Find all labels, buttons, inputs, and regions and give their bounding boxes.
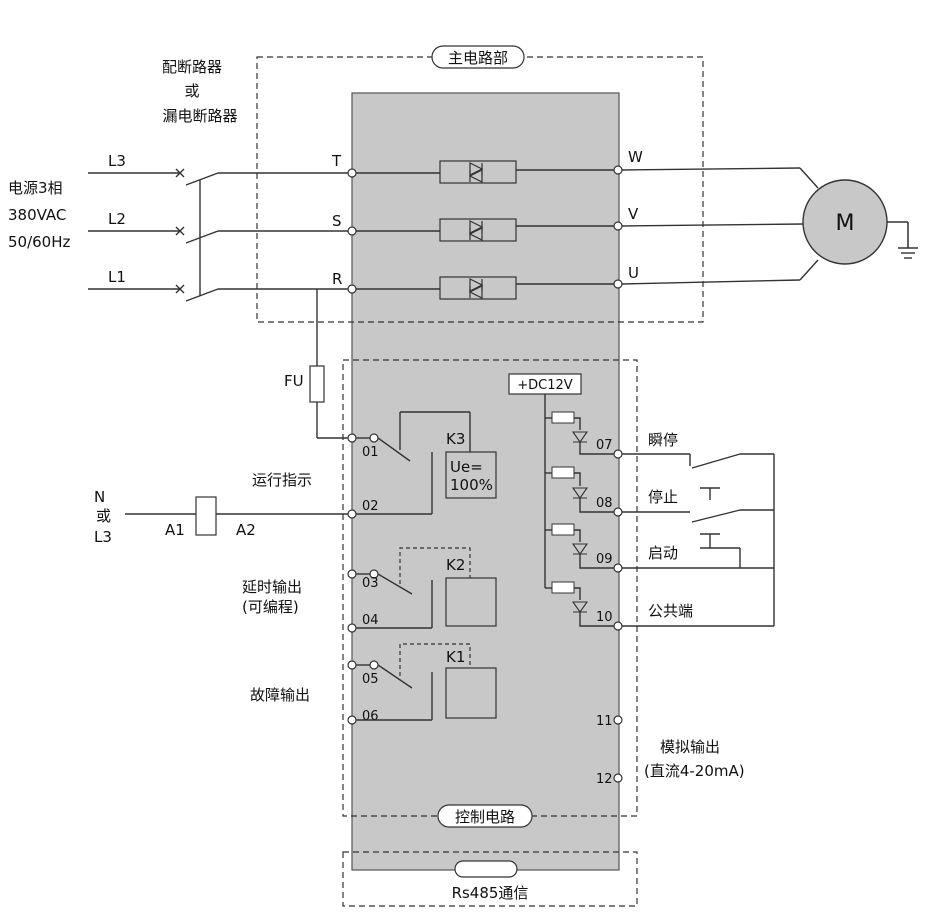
- line-l3-label: L3: [108, 152, 126, 170]
- terminal-06-label: 06: [362, 709, 379, 724]
- terminal-02-label: 02: [362, 499, 379, 514]
- terminal-t-label: T: [331, 152, 342, 170]
- relay-k2-wiring: [356, 547, 471, 629]
- line-l1-label: L1: [108, 268, 126, 286]
- motor-wiring: [621, 167, 918, 285]
- power-source-label-1: 电源3相: [8, 179, 63, 197]
- analog-output-label-2: (直流4-20mA): [644, 762, 745, 780]
- terminal-01-label: 01: [362, 445, 379, 460]
- input-circuit-wiring: [544, 394, 614, 627]
- relay-k3-rating-1: Ue=: [450, 458, 483, 476]
- left-control-terminals: [347, 433, 379, 725]
- terminal-12-label: 12: [596, 772, 613, 787]
- power-source-label-2: 380VAC: [8, 206, 66, 224]
- relay-k2-box: [445, 577, 497, 627]
- coil-n-label: N: [94, 488, 105, 506]
- terminal-w: [613, 165, 623, 175]
- breaker-label-3: 漏电断路器: [162, 107, 237, 125]
- delay-output-label-1: 延时输出: [242, 578, 302, 596]
- relay-k3-box: [445, 451, 497, 499]
- terminal-v: [613, 221, 623, 231]
- start-label: 启动: [648, 544, 678, 562]
- coil-a1-label: A1: [165, 521, 185, 539]
- terminal-t: [347, 168, 357, 178]
- relay-k1-wiring: [356, 643, 471, 721]
- input-lines: [88, 168, 352, 302]
- stop-label: 停止: [648, 488, 678, 506]
- coil-wiring: [125, 496, 352, 536]
- terminal-08-label: 08: [596, 496, 613, 511]
- terminal-05-label: 05: [362, 672, 379, 687]
- control-circuit-label: 控制电路: [455, 808, 515, 826]
- terminal-u: [613, 279, 623, 289]
- line-l2-label: L2: [108, 210, 126, 228]
- main-circuit-label: 主电路部: [448, 49, 508, 67]
- terminal-r-label: R: [332, 270, 342, 288]
- terminal-u-label: U: [628, 264, 639, 282]
- instant-stop-label: 瞬停: [648, 431, 678, 449]
- terminal-10-label: 10: [596, 610, 613, 625]
- fuse-label: FU: [284, 372, 304, 390]
- external-switch-wiring: [622, 453, 775, 627]
- relay-k3-label: K3: [446, 430, 465, 448]
- relay-k3-rating-2: 100%: [450, 476, 493, 494]
- control-circuit-section: [342, 359, 638, 817]
- terminal-07-label: 07: [596, 438, 613, 453]
- motor: [802, 179, 888, 265]
- terminal-04-label: 04: [362, 613, 379, 628]
- breaker-label-2: 或: [184, 82, 199, 100]
- terminal-w-label: W: [628, 148, 643, 166]
- power-source-label-3: 50/60Hz: [8, 233, 71, 251]
- run-indicator-label: 运行指示: [252, 471, 312, 489]
- dc12v-label: +DC12V: [517, 378, 573, 393]
- terminal-r: [347, 284, 357, 294]
- relay-k1-label: K1: [446, 648, 465, 666]
- analog-output-label-1: 模拟输出: [660, 738, 720, 756]
- fuse-wiring: [309, 289, 352, 439]
- breaker-label-1: 配断路器: [162, 58, 222, 76]
- comm-section: [342, 851, 638, 907]
- relay-k3-wiring: [356, 411, 471, 515]
- terminal-09-label: 09: [596, 552, 613, 567]
- relay-k1-box: [445, 667, 497, 719]
- terminal-11-label: 11: [596, 714, 613, 729]
- relay-k2-label: K2: [446, 556, 465, 574]
- terminal-v-label: V: [628, 205, 639, 223]
- coil-l3-label: L3: [94, 528, 112, 546]
- comm-label: Rs485通信: [452, 884, 529, 902]
- fault-output-label: 故障输出: [250, 686, 310, 704]
- coil-a2-label: A2: [236, 521, 256, 539]
- delay-output-label-2: (可编程): [242, 598, 299, 616]
- motor-label: M: [836, 211, 855, 236]
- terminal-03-label: 03: [362, 576, 379, 591]
- coil-or-label: 或: [96, 507, 111, 525]
- common-label: 公共端: [648, 602, 693, 620]
- terminal-s: [347, 226, 357, 236]
- terminal-s-label: S: [332, 212, 342, 230]
- thyristor-modules: [356, 160, 614, 300]
